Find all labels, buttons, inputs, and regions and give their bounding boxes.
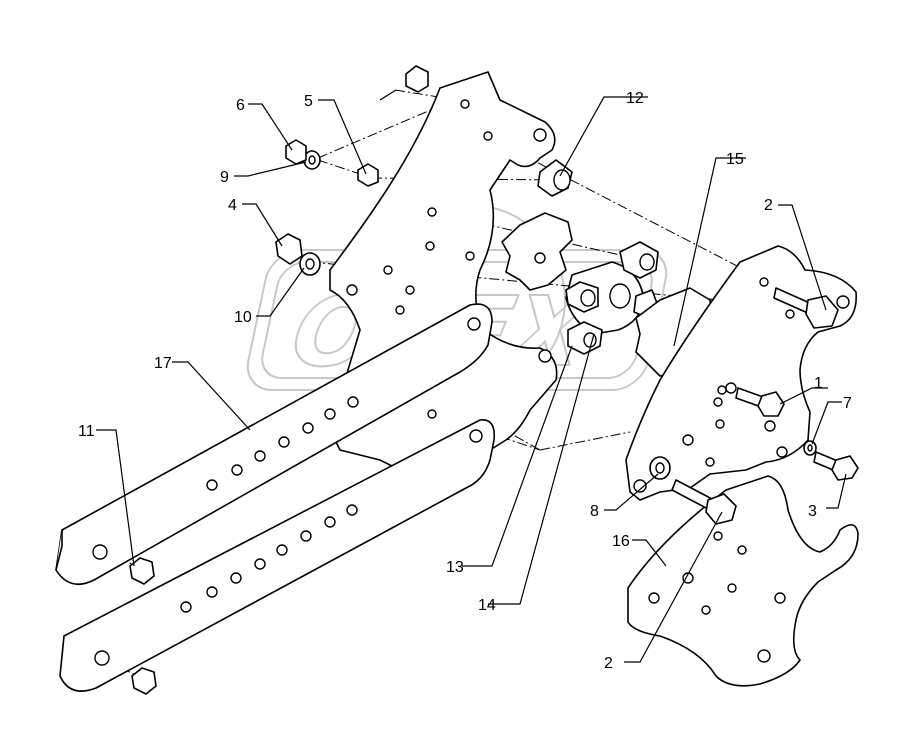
bolt-2-lower (671, 479, 737, 525)
callout-6: 6 (236, 97, 245, 114)
plate-hole (427, 207, 437, 217)
plate-hole (533, 128, 547, 142)
plate-hole (405, 285, 415, 295)
plate-hole (427, 409, 437, 419)
bolt-3 (813, 451, 859, 481)
callout-14: 14 (478, 597, 496, 614)
nut-5 (357, 163, 379, 187)
arm-end-hole (92, 544, 108, 560)
washer-9 (303, 150, 321, 170)
callout-2-upper: 2 (764, 197, 773, 214)
callout-16: 16 (612, 533, 630, 550)
callout-3: 3 (808, 503, 817, 520)
callout-11: 11 (78, 423, 95, 440)
plate-hole (460, 99, 470, 109)
plate-hole (465, 251, 475, 261)
bolt-2-upper (773, 287, 839, 329)
callout-9: 9 (220, 169, 229, 186)
callout-15: 15 (726, 151, 744, 168)
callout-8: 8 (590, 503, 599, 520)
clamp-plate (627, 475, 859, 687)
callout-10: 10 (234, 309, 252, 326)
nut-top (405, 65, 429, 93)
plate-hole (395, 305, 405, 315)
callout-1: 1 (814, 375, 823, 392)
nut-4 (275, 233, 303, 265)
plate-hole (346, 284, 358, 296)
callout-4: 4 (228, 197, 237, 214)
callout-labels: 1 2 2 3 4 5 6 7 8 9 10 11 12 13 14 15 16… (78, 90, 852, 672)
plate-hole (425, 241, 435, 251)
lower-link-arm-upper (55, 303, 493, 586)
nut-bottom (131, 667, 157, 695)
centre-hub (565, 241, 659, 355)
plate-hole (538, 349, 552, 363)
callout-12: 12 (626, 90, 644, 107)
bolt-1 (725, 382, 785, 417)
star-washer-left (501, 212, 573, 291)
nut-11 (129, 557, 155, 585)
plate-hole (483, 131, 493, 141)
callout-leaders (96, 89, 847, 663)
callout-5: 5 (304, 93, 313, 110)
washer-7 (803, 440, 817, 456)
callout-17: 17 (154, 355, 172, 372)
callout-7: 7 (843, 395, 852, 412)
callout-2-lower: 2 (604, 655, 613, 672)
lower-link-arm-lower (59, 419, 496, 692)
washer-8 (649, 456, 671, 480)
nut-6 (285, 139, 307, 165)
washer-10 (299, 252, 321, 276)
callout-13: 13 (446, 559, 464, 576)
plate-hole (383, 265, 393, 275)
arm-end-hole (94, 650, 110, 666)
